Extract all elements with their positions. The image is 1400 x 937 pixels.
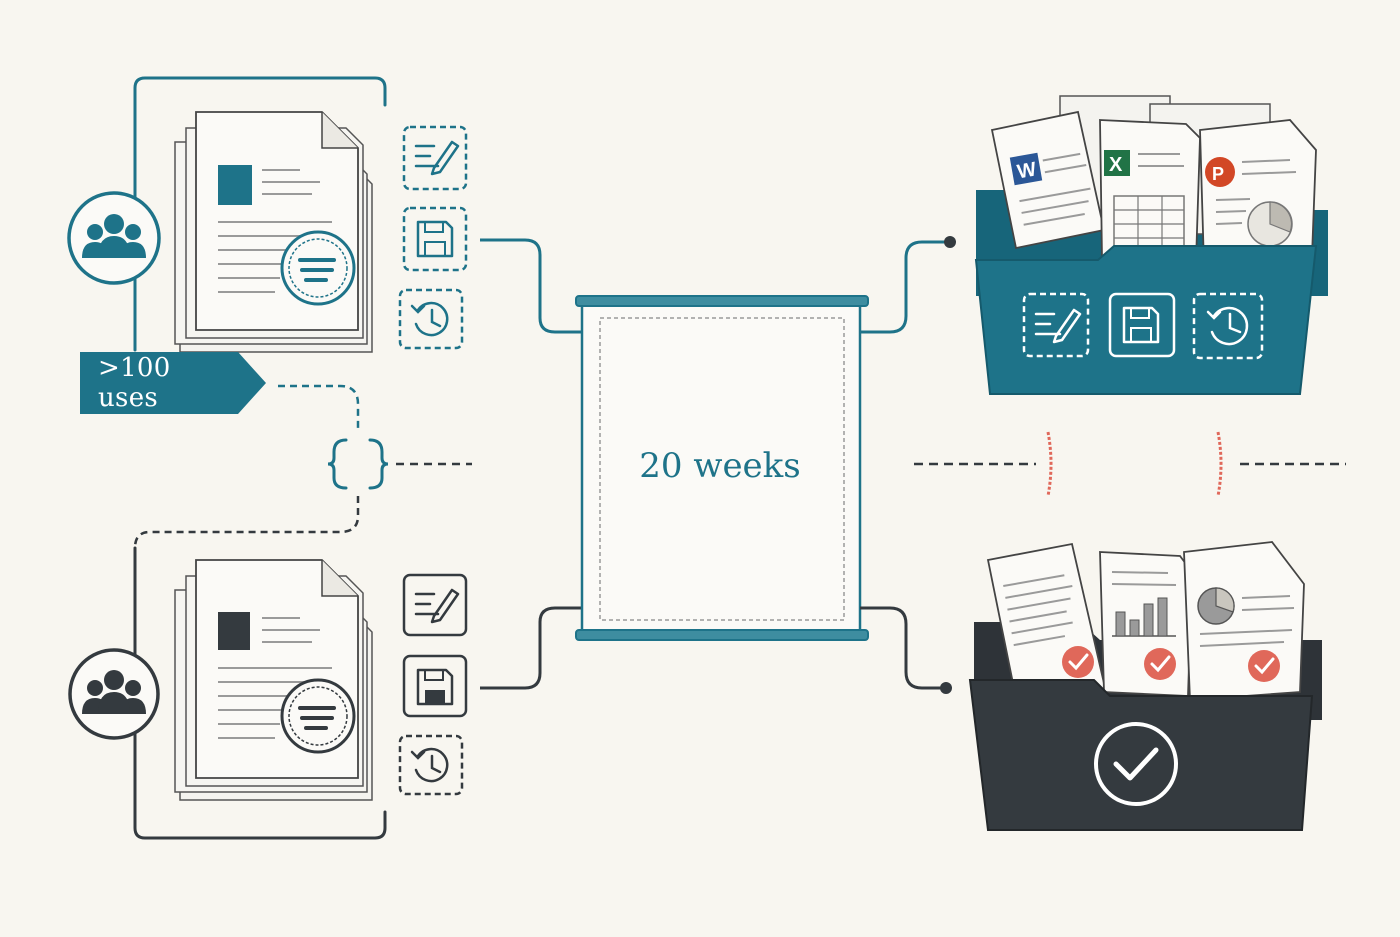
bottom-right-connector <box>860 606 946 690</box>
bar-chart-doc-icon <box>1099 551 1193 697</box>
timeline-board-icon <box>575 295 869 641</box>
users-icon <box>68 648 160 740</box>
uses-tag-shape <box>80 352 266 414</box>
bottom-left-connector <box>480 606 582 690</box>
bottom-group-bracket <box>133 546 387 840</box>
connector-dot <box>944 236 956 248</box>
stamp-seal-icon <box>280 230 356 306</box>
top-document-stack-icon <box>174 111 373 353</box>
folder-divider <box>914 431 1346 497</box>
top-tool-icons <box>398 125 468 350</box>
pie-chart-doc-icon <box>1183 541 1305 701</box>
powerpoint-doc-icon: P <box>1199 119 1317 267</box>
bottom-tool-icons <box>398 573 468 796</box>
edit-icon <box>402 125 468 191</box>
dark-folder <box>968 541 1322 831</box>
svg-text:W: W <box>1016 158 1039 183</box>
bottom-document-group <box>68 546 468 840</box>
uses-tag: >100 uses <box>98 353 171 413</box>
history-icon <box>398 734 464 796</box>
top-right-connector <box>860 240 950 334</box>
check-circle-icon <box>1094 722 1178 806</box>
save-icon <box>402 654 468 718</box>
edit-icon <box>1022 292 1090 358</box>
svg-text:P: P <box>1212 164 1224 184</box>
text-doc-icon <box>986 542 1108 710</box>
folder-icons <box>1022 292 1264 360</box>
history-icon <box>1192 292 1264 360</box>
top-left-connector <box>480 238 582 334</box>
save-icon <box>1108 292 1176 358</box>
duration-label: 20 weeks <box>639 446 801 486</box>
teal-folder: W X <box>974 95 1328 395</box>
users-icon <box>67 191 161 285</box>
excel-doc-icon: X <box>1099 119 1201 263</box>
svg-text:X: X <box>1109 154 1123 176</box>
bottom-document-stack-icon <box>174 559 373 801</box>
history-icon <box>398 288 464 350</box>
connector-dot <box>940 682 952 694</box>
edit-icon <box>402 573 468 637</box>
stamp-seal-icon <box>280 678 356 754</box>
bracket-connector <box>133 384 472 549</box>
top-group-bracket <box>133 76 387 352</box>
curly-braces-icon <box>327 438 389 490</box>
top-document-group <box>67 76 468 414</box>
save-icon <box>402 206 468 272</box>
